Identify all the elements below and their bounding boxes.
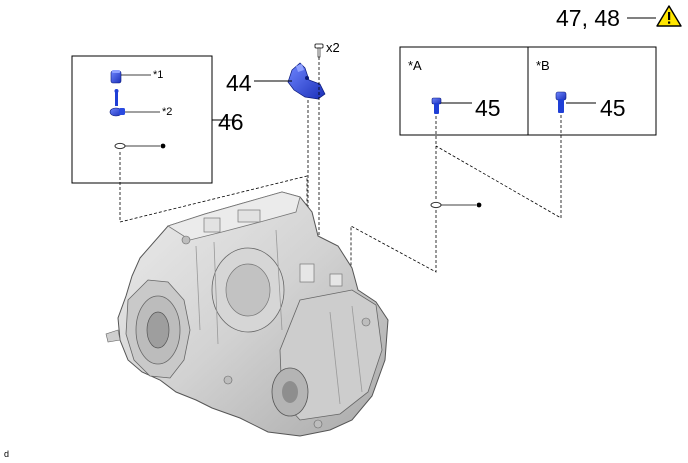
star2-label: *2 [162,106,173,118]
warning-triangle-icon [656,5,682,27]
bracket-44-icon [287,62,326,100]
dashed-connector-a2 [350,210,437,273]
part-44-label: 44 [226,70,252,96]
speed-sensor-a-icon [431,97,442,114]
speed-sensor-b-icon [555,91,567,113]
view-b-label: *B [536,58,550,73]
o-ring-a-dot [476,202,482,208]
o-ring-icon [114,142,126,150]
quantity-x2-label: x2 [326,40,340,55]
bolt-icon [314,43,324,58]
part-46-label: 46 [218,109,244,135]
dashed-connector-b [435,115,562,219]
reference-47-48-label: 47, 48 [556,5,620,31]
o-ring-a-icon [430,201,442,209]
dashed-connector-46 [119,152,308,228]
transmission-assembly [105,191,389,437]
part-45-a-label: 45 [475,95,501,121]
corner-mark-label: d [4,449,10,459]
view-a-label: *A [408,58,422,73]
part-star1-icon [110,70,122,84]
part-45-b-label: 45 [600,95,626,121]
o-ring-dot [160,143,166,149]
star1-label: *1 [153,69,164,81]
part-star2-icon [109,89,125,117]
